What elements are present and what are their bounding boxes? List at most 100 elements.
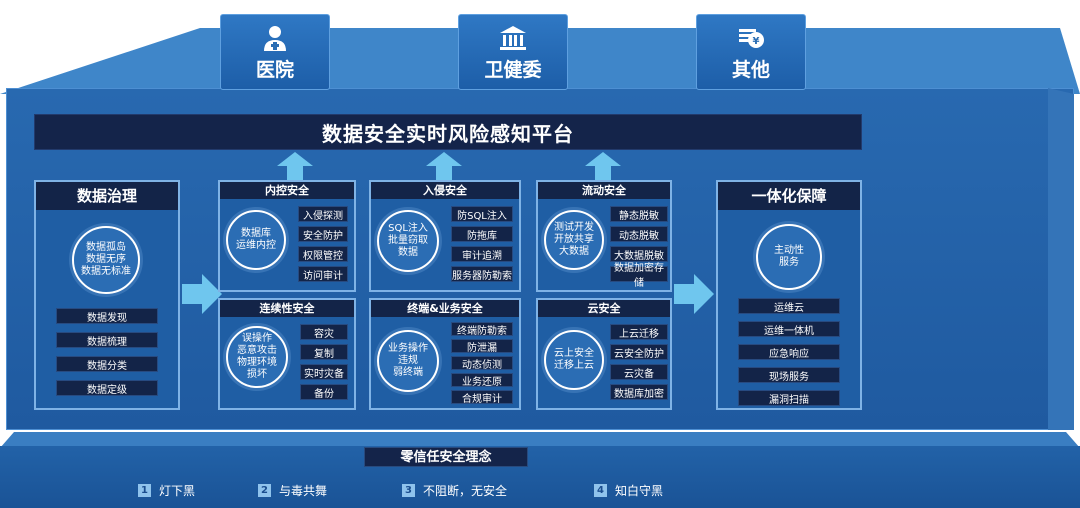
module-cloud: 云安全 云上安全 迁移上云 上云迁移 云安全防护 云灾备 数据库加密 [536,298,672,410]
module-circle: 数据库 运维内控 [226,210,286,270]
circle-line: 数据无标准 [81,266,131,277]
principle-label: 与毒共舞 [279,483,328,498]
module-title: 流动安全 [538,182,670,199]
module-intrusion: 入侵安全 SQL注入 批量窃取 数据 防SQL注入 防拖库 审计追溯 服务器防勒… [369,180,521,292]
module-circle: 云上安全 迁移上云 [544,330,604,390]
module-circle: SQL注入 批量窃取 数据 [377,210,439,272]
module-item[interactable]: 审计追溯 [451,246,513,262]
circle-line: 数据无序 [86,254,126,265]
base-front-face [0,446,1080,508]
module-item[interactable]: 业务还原 [451,373,513,388]
circle-line: 物理环境 [237,357,277,368]
governance-item[interactable]: 数据发现 [56,308,158,324]
module-item[interactable]: 静态脱敏 [610,206,668,222]
module-item[interactable]: 复制 [300,344,348,360]
circle-line: 误操作 [242,333,272,344]
module-item[interactable]: 动态脱敏 [610,226,668,242]
module-item[interactable]: 大数据脱敏 [610,246,668,262]
assurance-item[interactable]: 运维云 [738,298,840,314]
principle-number: 4 [594,483,607,497]
module-circle: 业务操作 违规 弱终端 [377,330,439,392]
governance-item[interactable]: 数据梳理 [56,332,158,348]
building-icon [500,25,526,50]
box-side-face [1048,88,1074,430]
arrow-right-icon [674,274,714,314]
module-item[interactable]: 防泄漏 [451,339,513,354]
module-item[interactable]: 访问审计 [298,266,348,282]
arrow-right-icon [182,274,222,314]
module-flow: 流动安全 测试开发 开放共享 大数据 静态脱敏 动态脱敏 大数据脱敏 数据加密存… [536,180,672,292]
module-continuity: 连续性安全 误操作 恶意攻击 物理环境 损坏 容灾 复制 实时灾备 备份 [218,298,356,410]
tab-other[interactable]: ¥ 其他 [696,14,806,90]
circle-line: 数据孤岛 [86,242,126,253]
governance-item[interactable]: 数据分类 [56,356,158,372]
doctor-icon [264,25,286,51]
circle-line: 服务 [779,257,799,268]
module-terminal-business: 终端&业务安全 业务操作 违规 弱终端 终端防勒索 防泄漏 动态侦测 业务还原 … [369,298,521,410]
tab-label: 其他 [731,58,770,81]
assurance-circle: 主动性 服务 [756,224,822,290]
principle-item: 4 知白守黑 [594,482,663,498]
module-item[interactable]: 安全防护 [298,226,348,242]
assurance-title: 一体化保障 [718,182,860,210]
module-title: 入侵安全 [371,182,519,199]
principle-label: 知白守黑 [615,483,664,498]
circle-line: 云上安全 [554,348,594,359]
principle-label: 不阻断，无安全 [423,483,508,498]
module-item[interactable]: 动态侦测 [451,356,513,371]
tab-health-commission[interactable]: 卫健委 [458,14,568,90]
assurance-item[interactable]: 漏洞扫描 [738,390,840,406]
circle-line: 开放共享 [554,234,594,245]
module-item[interactable]: 容灾 [300,324,348,340]
circle-line: 数据 [398,247,418,258]
circle-line: 运维内控 [236,240,276,251]
module-item[interactable]: 上云迁移 [610,324,668,340]
module-item[interactable]: 终端防勒索 [451,322,513,337]
circle-line: 批量窃取 [388,235,428,246]
assurance-item[interactable]: 应急响应 [738,344,840,360]
tab-label: 卫健委 [484,58,542,81]
module-item[interactable]: 数据加密存储 [610,263,668,289]
module-title: 终端&业务安全 [371,300,519,317]
governance-panel: 数据治理 数据孤岛 数据无序 数据无标准 数据发现 数据梳理 数据分类 数据定级 [34,180,180,410]
platform-title: 数据安全实时风险感知平台 [34,114,862,150]
circle-line: 恶意攻击 [237,345,277,356]
module-circle: 测试开发 开放共享 大数据 [544,210,604,270]
module-internal-control: 内控安全 数据库 运维内控 入侵探测 安全防护 权限管控 访问审计 [218,180,356,292]
module-title: 内控安全 [220,182,354,199]
circle-line: SQL注入 [388,223,428,234]
module-item[interactable]: 防SQL注入 [451,206,513,222]
assurance-panel: 一体化保障 主动性 服务 运维云 运维一体机 应急响应 现场服务 漏洞扫描 [716,180,862,410]
principle-number: 3 [402,483,415,497]
circle-line: 测试开发 [554,222,594,233]
governance-circle: 数据孤岛 数据无序 数据无标准 [72,226,140,294]
principle-item: 1 灯下黑 [138,482,195,498]
circle-line: 主动性 [774,245,804,256]
module-circle: 误操作 恶意攻击 物理环境 损坏 [226,326,288,388]
module-item[interactable]: 权限管控 [298,246,348,262]
module-item[interactable]: 服务器防勒索 [451,266,513,282]
module-item[interactable]: 云灾备 [610,364,668,380]
svg-text:¥: ¥ [753,36,760,47]
assurance-item[interactable]: 现场服务 [738,367,840,383]
assurance-item[interactable]: 运维一体机 [738,321,840,337]
principle-item: 3 不阻断，无安全 [402,482,507,498]
arrow-up-icon [585,152,621,180]
circle-line: 违规 [398,355,418,366]
arrow-up-icon [277,152,313,180]
circle-line: 损坏 [247,369,267,380]
governance-item[interactable]: 数据定级 [56,380,158,396]
tab-hospital[interactable]: 医院 [220,14,330,90]
module-item[interactable]: 云安全防护 [610,344,668,360]
module-title: 云安全 [538,300,670,317]
module-item[interactable]: 实时灾备 [300,364,348,380]
money-icon: ¥ [739,28,764,48]
module-item[interactable]: 数据库加密 [610,384,668,400]
circle-line: 大数据 [559,246,589,257]
module-item[interactable]: 备份 [300,384,348,400]
base-title: 零信任安全理念 [364,447,528,467]
module-item[interactable]: 合规审计 [451,390,513,405]
module-item[interactable]: 防拖库 [451,226,513,242]
module-item[interactable]: 入侵探测 [298,206,348,222]
module-title: 连续性安全 [220,300,354,317]
